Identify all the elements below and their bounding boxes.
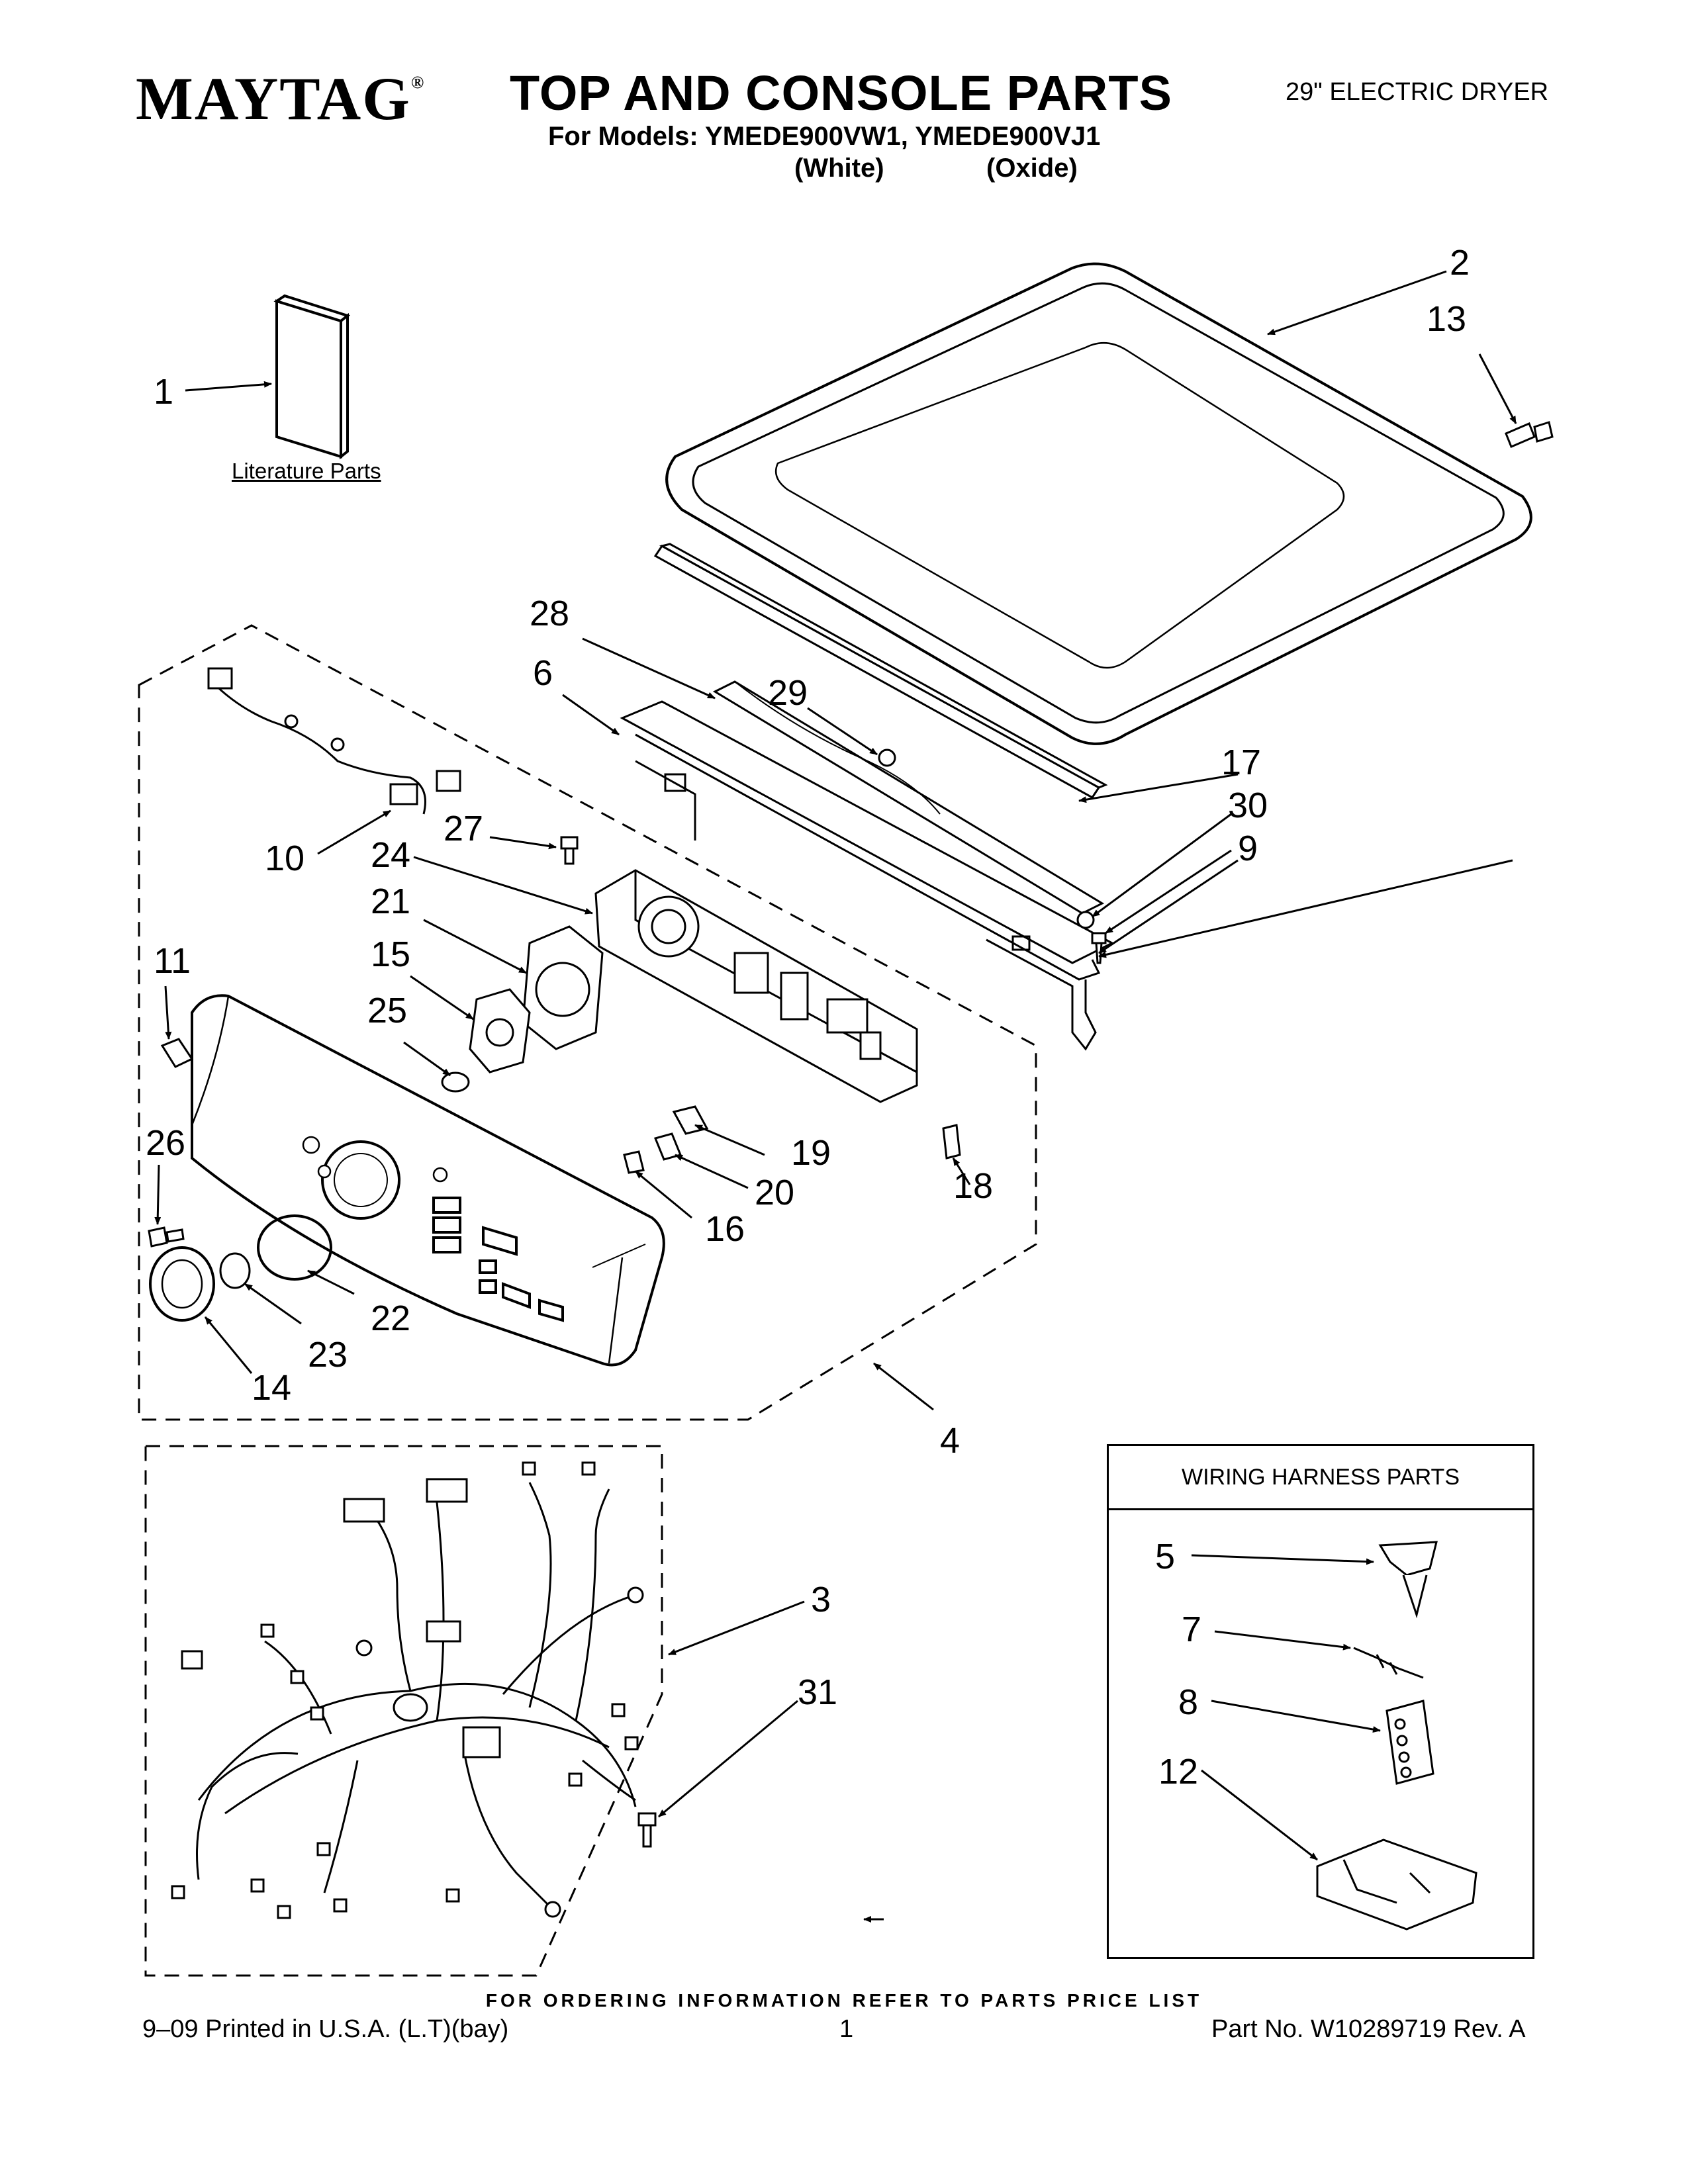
brand-name: MAYTAG [136, 65, 411, 132]
literature-booklet [273, 294, 351, 460]
callout-27: 27 [444, 809, 484, 848]
callout-10: 10 [265, 839, 305, 878]
switch-19 [672, 1105, 709, 1135]
product-name: 29" ELECTRIC DRYER [1286, 78, 1549, 106]
callout-2: 2 [1450, 243, 1470, 283]
wiring-harness-parts-title: WIRING HARNESS PARTS [1107, 1444, 1534, 1510]
wiring-harness-parts-box [1107, 1444, 1534, 1959]
variant-oxide: (Oxide) [986, 154, 1078, 183]
connector-8 [1385, 1700, 1434, 1785]
disk-25 [441, 1071, 470, 1093]
literature-parts-label: Literature Parts [232, 459, 381, 483]
models-line: For Models: YMEDE900VW1, YMEDE900VJ1 [548, 122, 1101, 151]
harness-clip-5 [1378, 1541, 1438, 1619]
callout-4: 4 [940, 1421, 961, 1461]
leader-lines [154, 270, 1517, 1923]
callout-17: 17 [1221, 743, 1262, 782]
print-info: 9–09 Printed in U.S.A. (L.T)(bay) [142, 2015, 509, 2043]
screw-27 [560, 836, 579, 865]
console-overlay-panel [712, 680, 1105, 915]
knob-14 [149, 1246, 215, 1322]
console-panel [191, 994, 665, 1367]
dryer-top-panel [665, 262, 1532, 745]
terminal-7 [1353, 1647, 1424, 1679]
main-wire-harness [171, 1461, 644, 1919]
harness-10 [207, 667, 461, 815]
callout-8: 8 [1178, 1682, 1199, 1722]
screw-13 [1505, 421, 1554, 448]
callout-1: 1 [154, 372, 174, 412]
callout-5: 5 [1155, 1537, 1176, 1576]
callout-22: 22 [371, 1298, 411, 1338]
callout-13: 13 [1427, 299, 1467, 339]
callout-3: 3 [811, 1580, 831, 1619]
electronic-control-board [594, 869, 918, 1103]
part-number: Part No. W10289719 Rev. A [1211, 2015, 1526, 2043]
callout-29: 29 [768, 673, 808, 713]
registered-mark: ® [410, 73, 426, 92]
callout-11: 11 [154, 941, 191, 981]
harness-holder-12 [1316, 1839, 1477, 1931]
main-harness-boundary [144, 1445, 663, 1977]
screw-31 [637, 1812, 657, 1848]
clip-29 [878, 749, 896, 767]
callout-16: 16 [705, 1209, 745, 1249]
button-11 [160, 1038, 194, 1068]
callout-18: 18 [953, 1166, 994, 1206]
callout-12: 12 [1158, 1752, 1199, 1792]
screw-26 [148, 1226, 185, 1248]
callout-6: 6 [533, 653, 553, 693]
callout-7: 7 [1182, 1610, 1202, 1649]
ordering-info-note: FOR ORDERING INFORMATION REFER TO PARTS … [485, 1990, 1203, 2011]
callout-15: 15 [371, 934, 411, 974]
switch-16 [623, 1150, 645, 1174]
callout-31: 31 [798, 1672, 838, 1712]
callout-24: 24 [371, 835, 411, 875]
callout-28: 28 [530, 594, 570, 633]
callout-26: 26 [146, 1123, 186, 1163]
console-assembly-boundary [138, 624, 1037, 1421]
page-number: 1 [839, 2015, 854, 2043]
encoder-15 [469, 988, 531, 1073]
callout-19: 19 [791, 1133, 831, 1173]
callout-14: 14 [252, 1368, 292, 1408]
encoder-housing-21 [522, 925, 604, 1050]
callout-25: 25 [367, 991, 408, 1030]
brand-logo: MAYTAG® [136, 64, 425, 134]
bezel-ring-22 [257, 1214, 332, 1281]
callout-30: 30 [1228, 786, 1268, 825]
variant-white: (White) [794, 154, 884, 183]
callout-23: 23 [308, 1335, 348, 1375]
spacer-23 [219, 1252, 251, 1289]
page-title: TOP AND CONSOLE PARTS [510, 66, 1172, 120]
top-front-strip [653, 543, 1108, 799]
callout-9: 9 [1238, 829, 1258, 868]
clip-30 [1076, 911, 1095, 929]
latch-18 [942, 1124, 961, 1160]
callout-20: 20 [755, 1173, 795, 1212]
callout-21: 21 [371, 882, 411, 921]
